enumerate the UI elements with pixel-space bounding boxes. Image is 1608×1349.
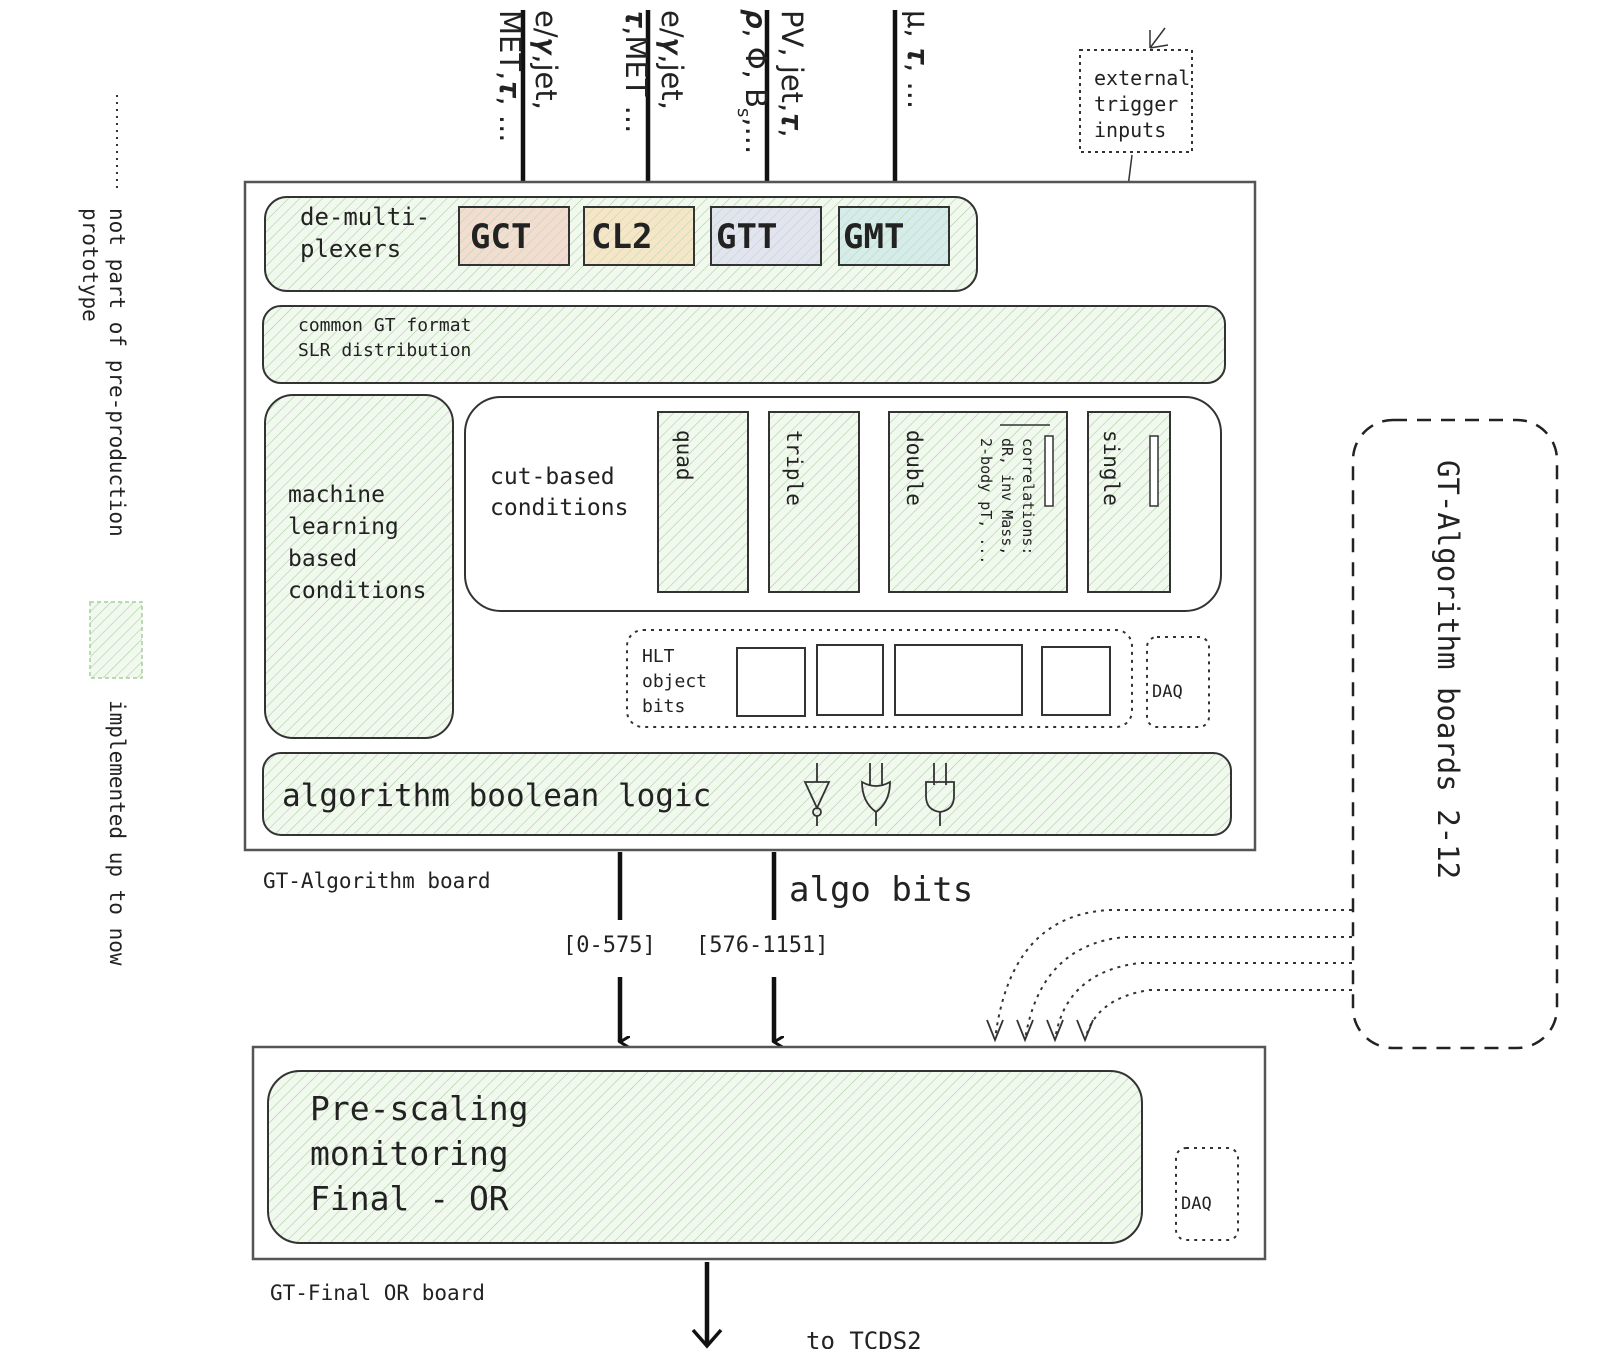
legend: not part of pre-production prototype imp… bbox=[78, 95, 143, 966]
svg-text:[0-575]: [0-575] bbox=[563, 933, 656, 958]
svg-text:𝝉,MET ...: 𝝉,MET ... bbox=[619, 10, 653, 133]
svg-text:DAQ: DAQ bbox=[1181, 1194, 1212, 1214]
svg-text:conditions: conditions bbox=[288, 578, 426, 604]
svg-text:common GT format: common GT format bbox=[298, 315, 471, 336]
svg-text:external: external bbox=[1094, 66, 1190, 90]
svg-text:CL2: CL2 bbox=[591, 217, 652, 257]
svg-text:trigger: trigger bbox=[1094, 92, 1178, 116]
or-gate-icon bbox=[861, 763, 891, 826]
algorithm-boolean-logic: algorithm boolean logic bbox=[262, 752, 1232, 836]
svg-text:plexers: plexers bbox=[300, 235, 401, 263]
svg-text:2-body pT, ...: 2-body pT, ... bbox=[977, 438, 995, 564]
gt-algorithm-board: de-multi- plexers GCT CL2 GTT GMT common… bbox=[243, 180, 1257, 852]
svg-text:e/𝜸,jet,: e/𝜸,jet, bbox=[529, 10, 563, 110]
legend-dotted-line1: not part of pre-production bbox=[105, 208, 129, 537]
svg-text:Final - OR: Final - OR bbox=[310, 1179, 509, 1218]
svg-text:GMT: GMT bbox=[843, 217, 904, 257]
legend-dotted-line2: prototype bbox=[78, 208, 102, 322]
svg-text:μ, 𝝉, ...: μ, 𝝉, ... bbox=[901, 10, 935, 109]
svg-text:cut-based: cut-based bbox=[490, 464, 615, 490]
svg-text:SLR distribution: SLR distribution bbox=[298, 340, 471, 361]
svg-text:[576-1151]: [576-1151] bbox=[696, 933, 828, 958]
chip-cl2 bbox=[583, 206, 695, 266]
daq-final: DAQ bbox=[1175, 1147, 1239, 1241]
svg-text:triple: triple bbox=[782, 430, 806, 506]
gt-final-or-board-label: GT-Final OR board bbox=[270, 1281, 485, 1305]
cond-quad bbox=[657, 411, 749, 593]
input-label-gmt: μ, 𝝉, ... bbox=[901, 10, 935, 109]
svg-text:HLT: HLT bbox=[642, 646, 675, 667]
chip-gct bbox=[458, 206, 570, 266]
input-label-gtt: PV, jet,𝝉, 𝝆, Φ, Bs,... bbox=[733, 9, 809, 154]
common-gt-format: common GT format SLR distribution bbox=[262, 305, 1226, 384]
algorithm-boards-2-12: GT-Algorithm boards 2-12 bbox=[986, 418, 1559, 1050]
ml-conditions: machine learning based conditions bbox=[264, 394, 454, 739]
svg-text:inputs: inputs bbox=[1094, 118, 1166, 142]
svg-text:algorithm boolean logic: algorithm boolean logic bbox=[282, 778, 711, 814]
svg-text:GCT: GCT bbox=[470, 217, 531, 257]
hlt-object-bits: HLT object bits bbox=[626, 629, 1133, 728]
chip-gmt bbox=[838, 206, 950, 266]
svg-text:GTT: GTT bbox=[716, 217, 777, 257]
cond-double bbox=[888, 411, 1068, 593]
gt-final-or-board: Pre-scaling monitoring Final - OR DAQ bbox=[251, 1045, 1267, 1261]
legend-hatched-sample bbox=[89, 601, 143, 679]
not-gate-icon bbox=[803, 763, 831, 826]
gt-algorithm-board-label: GT-Algorithm board bbox=[263, 869, 491, 893]
svg-text:conditions: conditions bbox=[490, 495, 628, 521]
svg-text:Pre-scaling: Pre-scaling bbox=[310, 1089, 529, 1128]
svg-text:PV, jet,𝝉,: PV, jet,𝝉, bbox=[775, 10, 809, 138]
svg-text:double: double bbox=[902, 430, 926, 506]
svg-text:de-multi-: de-multi- bbox=[300, 203, 430, 231]
svg-text:single: single bbox=[1099, 430, 1123, 506]
output-arrow: to TCDS2 bbox=[691, 1262, 922, 1349]
correlations-note: correlations: dR, inv Mass, 2-body pT, .… bbox=[977, 438, 1037, 564]
input-label-cl2: e/𝜸,jet, 𝝉,MET ... bbox=[619, 10, 689, 133]
cut-based-conditions: cut-based conditions quad triple double … bbox=[464, 396, 1222, 612]
svg-text:correlations:: correlations: bbox=[1019, 438, 1037, 555]
svg-text:MET,𝝉, ...: MET,𝝉, ... bbox=[493, 10, 527, 143]
svg-text:e/𝜸,jet,: e/𝜸,jet, bbox=[655, 10, 689, 110]
legend-hatched-label: implemented up to now bbox=[105, 700, 129, 966]
svg-text:learning: learning bbox=[288, 514, 399, 540]
svg-text:DAQ: DAQ bbox=[1152, 682, 1183, 702]
daq-algo: DAQ bbox=[1146, 636, 1210, 728]
svg-text:𝝆, Φ, Bs,...: 𝝆, Φ, Bs,... bbox=[733, 9, 773, 154]
svg-text:object: object bbox=[642, 671, 707, 692]
svg-text:bits: bits bbox=[642, 696, 685, 717]
output-label: to TCDS2 bbox=[806, 1327, 922, 1349]
svg-text:GT-Algorithm boards 2-12: GT-Algorithm boards 2-12 bbox=[1431, 460, 1465, 879]
and-gate-icon bbox=[925, 763, 955, 826]
svg-text:machine: machine bbox=[288, 482, 385, 508]
svg-text:algo bits: algo bits bbox=[789, 870, 973, 910]
svg-text:dR, inv Mass,: dR, inv Mass, bbox=[998, 438, 1016, 555]
demultiplexers: de-multi- plexers GCT CL2 GTT GMT bbox=[264, 196, 978, 292]
chip-gtt bbox=[710, 206, 822, 266]
cond-triple bbox=[768, 411, 860, 593]
svg-text:monitoring: monitoring bbox=[310, 1134, 509, 1173]
svg-text:based: based bbox=[288, 546, 357, 572]
svg-text:quad: quad bbox=[672, 430, 696, 481]
input-arrows bbox=[520, 10, 895, 190]
algo-bits: algo bits [0-575] [576-1151] bbox=[563, 852, 973, 1042]
input-label-gct: e/𝜸,jet, MET,𝝉, ... bbox=[493, 10, 563, 143]
